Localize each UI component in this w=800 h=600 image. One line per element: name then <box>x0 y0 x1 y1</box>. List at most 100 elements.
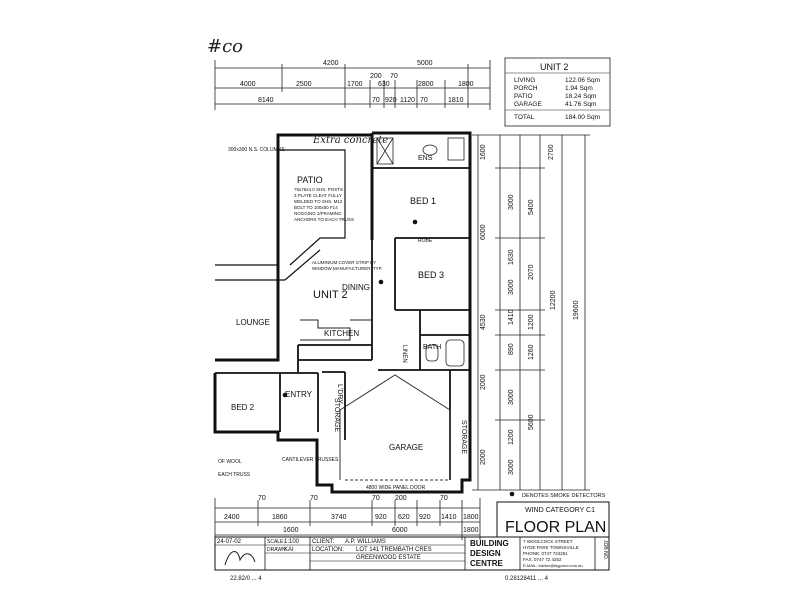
svg-text:5000: 5000 <box>417 60 433 67</box>
room-lounge: LOUNGE <box>236 318 270 327</box>
note-column: 300x300 N.S. COLUMNS <box>228 147 285 153</box>
svg-text:3000: 3000 <box>508 389 515 405</box>
room-linen: LINEN <box>401 345 407 363</box>
room-labels: PATIO BED 1 BED 3 UNIT 2 DINING LOUNGE K… <box>231 155 467 454</box>
svg-text:1410: 1410 <box>441 514 457 521</box>
svg-text:GREENWOOD ESTATE: GREENWOOD ESTATE <box>356 555 421 561</box>
svg-text:4200: 4200 <box>323 60 339 67</box>
svg-text:ANCHORS TO EACH TRUSS: ANCHORS TO EACH TRUSS <box>294 217 354 222</box>
svg-text:4530: 4530 <box>480 314 487 330</box>
svg-text:6000: 6000 <box>480 224 487 240</box>
svg-text:2000: 2000 <box>480 449 487 465</box>
svg-text:WINDOW MANUFACTURER, TYP.: WINDOW MANUFACTURER, TYP. <box>312 266 382 271</box>
svg-text:75x75x4.0 SHS. POSTS: 75x75x4.0 SHS. POSTS <box>294 187 343 192</box>
room-lndry: L'DRY <box>336 384 343 404</box>
svg-text:41.76 Sqm: 41.76 Sqm <box>565 101 596 108</box>
notes: Extra concrete 300x300 N.S. COLUMNS 75x7… <box>218 135 606 499</box>
room-storage-2: STORAGE <box>460 420 467 454</box>
svg-text:1630: 1630 <box>508 249 515 265</box>
footer-left: 22.82/0 ... 4 <box>230 576 262 582</box>
svg-text:SCALE:: SCALE: <box>267 539 285 545</box>
svg-text:70: 70 <box>310 495 318 502</box>
svg-text:1800: 1800 <box>463 527 479 534</box>
bottom-dimensions: 70 70 70 200 70 2400 1860 3740 920 620 9… <box>224 495 479 534</box>
svg-text:1200: 1200 <box>528 314 535 330</box>
svg-text:620: 620 <box>398 514 410 521</box>
right-dimensions: 1600 2700 3000 5400 1630 6000 2070 3000 … <box>480 144 580 475</box>
smoke-detectors <box>282 219 515 497</box>
svg-text:1410: 1410 <box>508 309 515 325</box>
kitchen-bench <box>300 319 372 341</box>
svg-text:6000: 6000 <box>392 527 408 534</box>
svg-text:CLIENT:: CLIENT: <box>312 539 335 545</box>
svg-text:70: 70 <box>372 97 380 104</box>
note-smoke: DENOTES SMOKE DETECTORS <box>522 493 606 499</box>
drawing-title: FLOOR PLAN <box>505 519 606 536</box>
room-bed3: BED 3 <box>418 270 444 280</box>
svg-text:70: 70 <box>440 495 448 502</box>
room-bed1: BED 1 <box>410 196 436 206</box>
svg-text:12200: 12200 <box>550 290 557 310</box>
svg-text:2400: 2400 <box>224 514 240 521</box>
room-storage: STORAGE <box>333 398 340 432</box>
svg-text:EACH TRUSS: EACH TRUSS <box>218 472 251 478</box>
svg-text:2070: 2070 <box>528 264 535 280</box>
svg-text:ALUMINIUM COVER STRIP BY: ALUMINIUM COVER STRIP BY <box>312 260 376 265</box>
svg-text:24-07-02: 24-07-02 <box>217 539 242 545</box>
svg-text:PATIO: PATIO <box>514 93 533 100</box>
svg-text:920: 920 <box>375 514 387 521</box>
svg-text:1:100: 1:100 <box>284 539 300 545</box>
svg-text:3000: 3000 <box>508 459 515 475</box>
svg-text:1700: 1700 <box>347 81 363 88</box>
note-extra-concrete: Extra concrete <box>312 135 388 146</box>
title-block: WIND CATEGORY C1 FLOOR PLAN 24-07-02 SCA… <box>214 501 610 571</box>
signature-mark <box>224 551 256 566</box>
svg-text:PORCH: PORCH <box>514 85 538 92</box>
svg-text:TOTAL: TOTAL <box>514 114 535 121</box>
svg-text:CENTRE: CENTRE <box>470 559 504 568</box>
svg-text:630: 630 <box>378 81 390 88</box>
svg-text:WELDED TO SHS. M12: WELDED TO SHS. M12 <box>294 199 343 204</box>
svg-text:19600: 19600 <box>573 300 580 320</box>
svg-text:LIVING: LIVING <box>514 77 535 84</box>
room-kitchen: KITCHEN <box>324 329 359 338</box>
svg-text:E-MAIL: bdctsv@bigpond.com.au: E-MAIL: bdctsv@bigpond.com.au <box>523 563 583 568</box>
footer-right: 0.28128411 ... 4 <box>505 576 549 582</box>
svg-text:200: 200 <box>395 495 407 502</box>
svg-text:1120: 1120 <box>400 97 415 104</box>
right-dimension-lines <box>472 134 590 491</box>
wind-category: WIND CATEGORY C1 <box>525 507 595 514</box>
area-table-title: UNIT 2 <box>540 62 568 72</box>
svg-text:920: 920 <box>385 97 397 104</box>
area-table: UNIT 2 LIVING 122.06 Sqm PORCH 1.94 Sqm … <box>504 57 611 127</box>
svg-text:5600: 5600 <box>528 414 535 430</box>
top-dimensions: 4200 5000 4000 2500 1700 200 70 1800 630… <box>240 60 474 104</box>
svg-text:8140: 8140 <box>258 97 274 104</box>
svg-text:70: 70 <box>372 495 380 502</box>
svg-text:BOLT TO 100x50 F14: BOLT TO 100x50 F14 <box>294 205 338 210</box>
svg-text:2000: 2000 <box>480 374 487 390</box>
svg-text:3000: 3000 <box>508 279 515 295</box>
note-panel-door: 4800 WIDE PANEL DOOR <box>366 485 426 491</box>
room-unit: UNIT 2 <box>313 289 348 301</box>
svg-text:3000: 3000 <box>508 194 515 210</box>
garage-roof-lines <box>339 374 451 481</box>
svg-text:1810: 1810 <box>448 97 464 104</box>
patio-outline <box>215 149 346 281</box>
svg-text:KAI: KAI <box>284 547 294 553</box>
svg-text:2500: 2500 <box>296 81 312 88</box>
room-patio: PATIO <box>297 175 323 185</box>
ensuite-fixtures <box>376 137 465 367</box>
svg-text:2700: 2700 <box>548 144 555 160</box>
bottom-dimension-lines <box>214 498 481 540</box>
svg-text:PHONE: 0747 724251: PHONE: 0747 724251 <box>523 551 568 556</box>
svg-text:1200: 1200 <box>508 429 515 445</box>
svg-text:GARAGE: GARAGE <box>514 101 542 108</box>
svg-text:1260: 1260 <box>528 344 535 360</box>
svg-text:7 WOOLCOCK STREET: 7 WOOLCOCK STREET <box>523 539 573 544</box>
svg-text:890: 890 <box>508 343 515 355</box>
svg-text:DRAWN: DRAWN <box>267 547 286 553</box>
room-bath: BATH <box>423 344 441 351</box>
svg-text:184.00 Sqm: 184.00 Sqm <box>565 114 600 121</box>
